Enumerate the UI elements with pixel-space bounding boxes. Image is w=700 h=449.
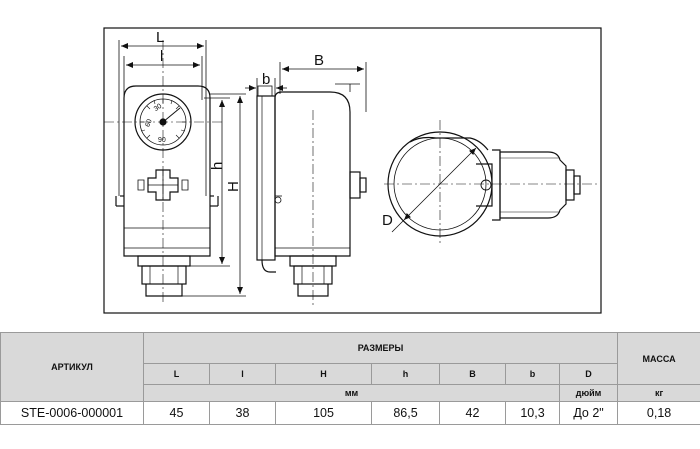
dimension-H (182, 93, 246, 297)
dial-mark-60: 60 (144, 118, 153, 128)
column-D: D (558, 363, 619, 385)
dimension-b (245, 78, 287, 96)
dial-mark-30: 30 (153, 103, 163, 113)
table-row: STE-0006-000001 45 38 105 86,5 42 10,3 Д… (0, 401, 700, 425)
column-h: h (371, 363, 440, 385)
pipe-view (387, 131, 581, 237)
dimension-B (279, 62, 367, 112)
header-sizes: РАЗМЕРЫ (142, 332, 619, 364)
side-view (256, 83, 367, 297)
dimension-h (190, 97, 230, 267)
header-article: АРТИКУЛ (0, 332, 144, 402)
unit-kg: кг (617, 384, 700, 402)
cell-D: До 2" (558, 401, 619, 425)
dial-mark-90: 90 (158, 137, 166, 144)
column-B: B (439, 363, 506, 385)
drawing-frame (103, 27, 602, 314)
dimension-D (391, 147, 477, 233)
unit-inch: дюйм (558, 384, 619, 402)
cell-H: 105 (275, 401, 372, 425)
cell-B: 42 (439, 401, 506, 425)
header-mass: МАССА (617, 332, 700, 385)
front-view (115, 85, 219, 297)
cell-l: 38 (209, 401, 276, 425)
label-b-small: b (262, 71, 270, 88)
cell-b: 10,3 (505, 401, 560, 425)
specifications-table: АРТИКУЛ РАЗМЕРЫ МАССА L l H h B b D мм д… (0, 332, 700, 425)
cell-mass: 0,18 (617, 401, 700, 425)
dimension-l (123, 56, 203, 100)
cell-h: 86,5 (371, 401, 440, 425)
dimension-L (118, 40, 207, 196)
column-H: H (275, 363, 372, 385)
cell-article: STE-0006-000001 (0, 401, 144, 425)
label-L: L (156, 29, 164, 46)
column-b: b (505, 363, 560, 385)
cell-L: 45 (143, 401, 210, 425)
technical-drawing: 30 60 90 L l h H (103, 27, 602, 314)
label-H: H (225, 181, 242, 192)
label-B: B (314, 52, 324, 69)
label-D: D (382, 212, 393, 229)
label-h-small: h (209, 162, 226, 170)
column-L: L (143, 363, 210, 385)
unit-mm: мм (143, 384, 560, 402)
label-l-small: l (160, 48, 163, 65)
column-l: l (209, 363, 276, 385)
